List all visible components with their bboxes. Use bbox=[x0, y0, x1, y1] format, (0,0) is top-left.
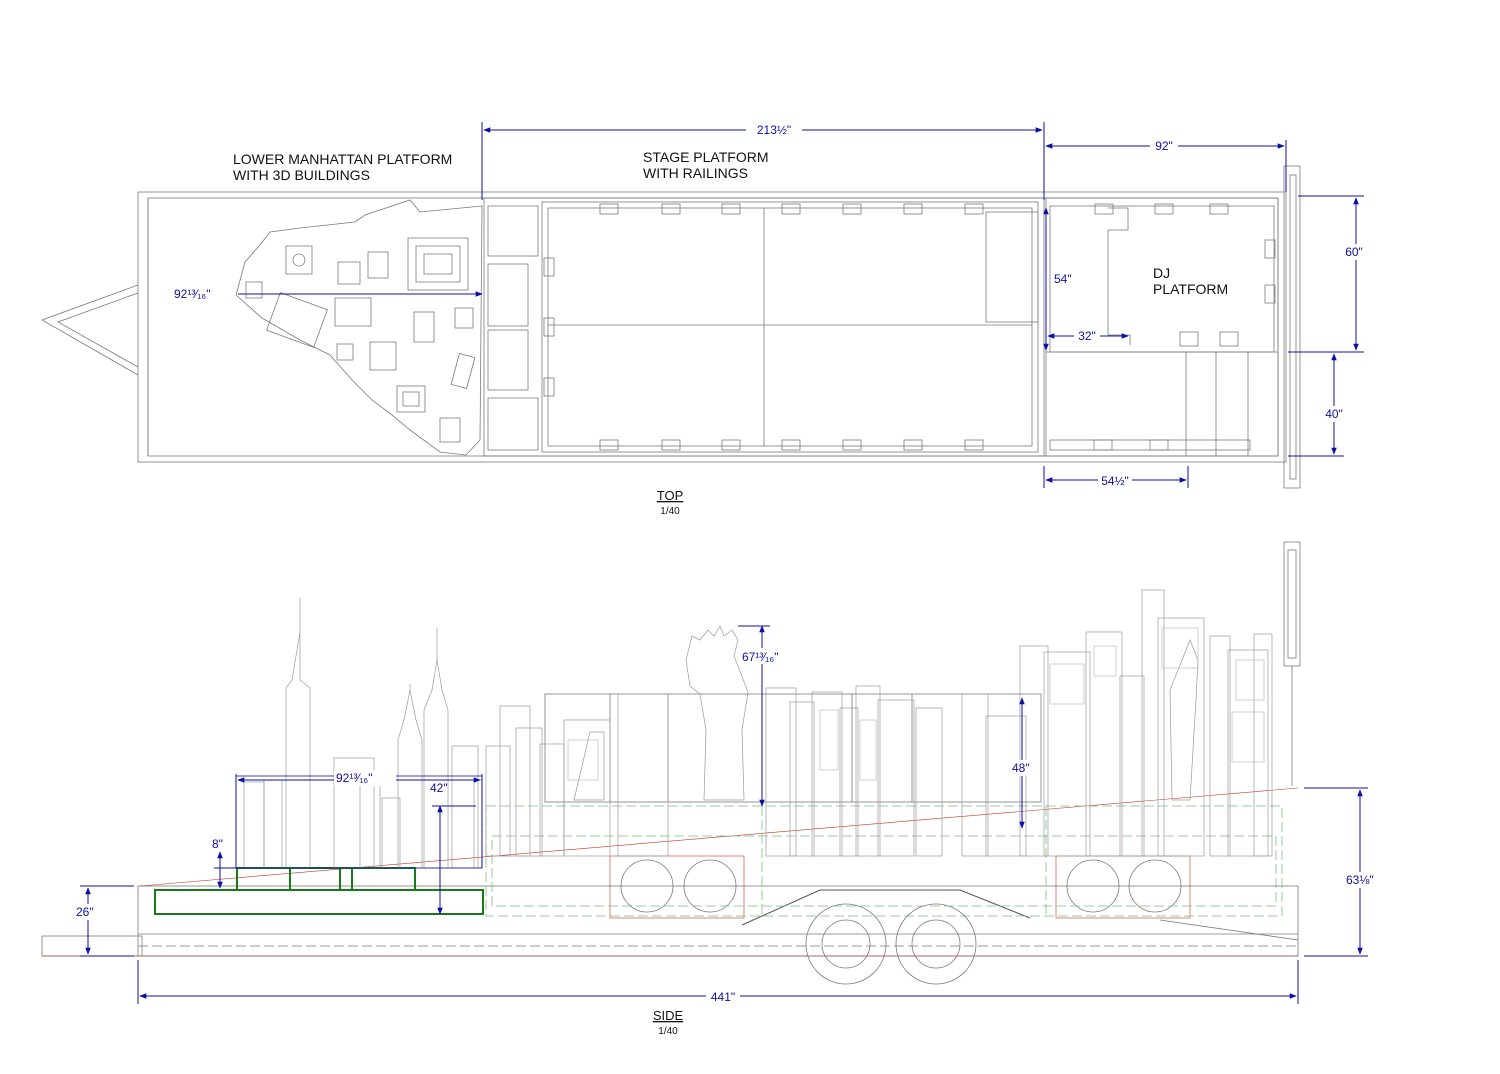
view-title-top: TOP bbox=[657, 488, 684, 503]
dim-manhattan-top: 92¹³⁄₁₆" bbox=[174, 287, 211, 301]
view-scale-side: 1/40 bbox=[658, 1026, 678, 1037]
dim-width-40: 40" bbox=[1325, 407, 1343, 421]
dim-manhattan-side: 92¹³⁄₁₆" bbox=[336, 771, 373, 785]
dim-total-length: 441" bbox=[711, 990, 735, 1004]
label-lower-manhattan-2: WITH 3D BUILDINGS bbox=[233, 167, 370, 183]
top-view: 213½" 92" 60" 40" 54" 32" 54½" 92¹³⁄₁₆" … bbox=[41, 122, 1368, 517]
dim-width-60: 60" bbox=[1345, 245, 1363, 259]
label-stage-1: STAGE PLATFORM bbox=[643, 149, 769, 165]
view-scale-top: 1/40 bbox=[660, 506, 680, 517]
dim-dj-length: 92" bbox=[1155, 139, 1173, 153]
dim-height-48: 48" bbox=[1012, 761, 1030, 775]
dim-height-42: 42" bbox=[430, 781, 448, 795]
label-dj-2: PLATFORM bbox=[1153, 281, 1228, 297]
view-title-side: SIDE bbox=[653, 1008, 684, 1023]
dim-total-height: 63⅛" bbox=[1346, 873, 1374, 887]
dim-height-26: 26" bbox=[76, 905, 94, 919]
dim-statue-height: 67¹³⁄₁₆" bbox=[742, 650, 779, 664]
label-stage-2: WITH RAILINGS bbox=[643, 165, 748, 181]
dim-bottom-54: 54½" bbox=[1101, 474, 1129, 488]
dim-dj-32: 32" bbox=[1078, 329, 1096, 343]
dim-dj-54: 54" bbox=[1054, 272, 1072, 286]
label-lower-manhattan-1: LOWER MANHATTAN PLATFORM bbox=[233, 151, 452, 167]
dim-stage-length: 213½" bbox=[757, 123, 791, 137]
side-view: 67¹³⁄₁₆" 48" 42" 92¹³⁄₁₆" 8" 26" 63⅛" 44… bbox=[41, 541, 1378, 1037]
label-dj-1: DJ bbox=[1153, 265, 1170, 281]
dim-height-8: 8" bbox=[212, 837, 223, 851]
